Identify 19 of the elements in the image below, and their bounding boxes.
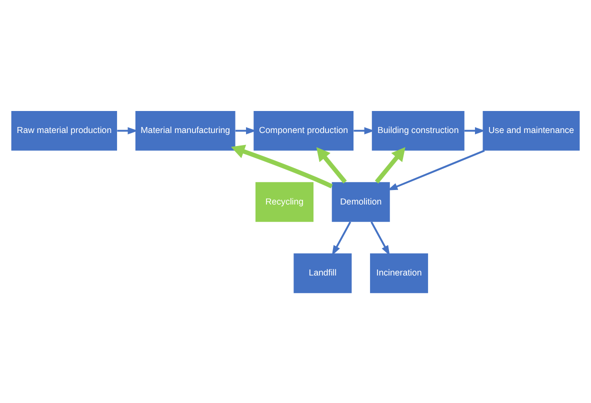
node-box: Raw material production [11,110,118,150]
arrow [464,126,486,134]
node-box: Recycling [255,182,314,222]
arrow [387,149,485,190]
node-box: Landfill [294,252,352,293]
arrow [374,146,406,183]
arrow [316,146,347,183]
node-box: Building construction [372,110,464,150]
arrow [230,144,333,188]
node-box: Incineration [370,252,428,293]
arrow [332,221,352,256]
node-box: Component production [254,110,354,150]
arrow [354,126,375,134]
arrow [235,126,256,134]
arrow [370,221,390,256]
node-box: Use and maintenance [482,110,580,150]
node-box: Material manufacturing [135,110,236,150]
node-box: Demolition [332,182,390,222]
arrow [117,126,138,134]
